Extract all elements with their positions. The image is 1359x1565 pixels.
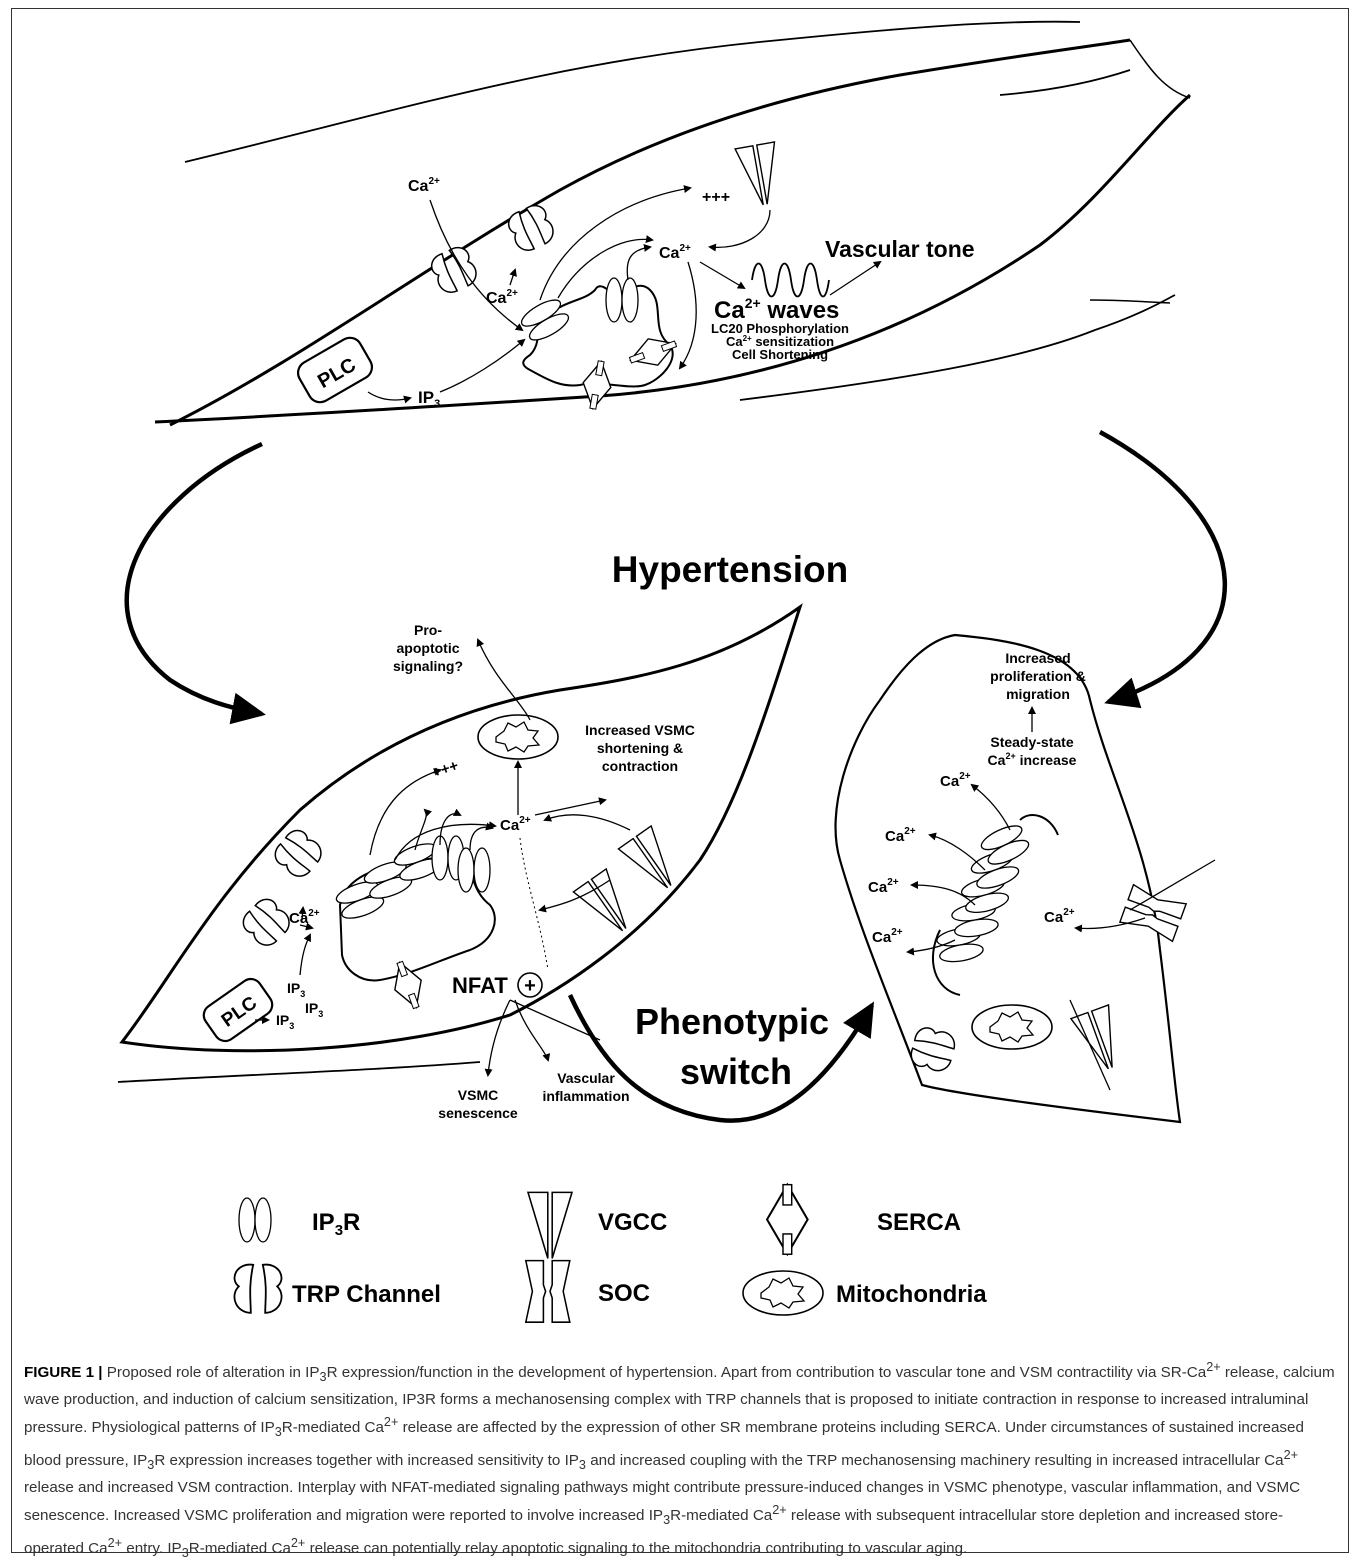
caption-s11: entry. IP (126, 1540, 181, 1557)
increased-vsmc-line-2: shortening & (597, 740, 683, 756)
legend-trp-label: TRP Channel (292, 1281, 441, 1308)
caption-sub: 3 (320, 1370, 327, 1384)
nfat-plus-icon: + (524, 975, 536, 997)
legend-ip3r-label: IP3R (312, 1209, 360, 1239)
legend-serca-icon (767, 1185, 808, 1255)
vsmc-senescence-line-1: VSMC (458, 1087, 498, 1103)
ca-label-right-4: Ca2+ (872, 927, 903, 946)
ip3-label-bl-3: IP3 (276, 1012, 294, 1031)
legend-soc-label: SOC (598, 1280, 650, 1307)
ip3-label-bl-2: IP3 (305, 1000, 323, 1019)
legend-ip3r-icon (239, 1198, 271, 1242)
ca-label-right-5: Ca2+ (1044, 907, 1075, 926)
steady-state-line-2: Ca2+ increase (988, 751, 1077, 768)
caption-sup: 2+ (384, 1415, 398, 1429)
caption-s6: R expression increases together with inc… (154, 1452, 579, 1469)
pro-apoptotic-line-1: Pro- (414, 622, 442, 638)
caption-sup: 2+ (108, 1536, 122, 1550)
cell-shortening-label: Cell Shortening (732, 347, 828, 362)
ca-label-outer: Ca2+ (408, 176, 440, 195)
figure-caption: FIGURE 1 | Proposed role of alteration i… (24, 1356, 1336, 1565)
caption-label: FIGURE 1 | (24, 1364, 103, 1381)
caption-s4: R-mediated Ca (282, 1419, 384, 1436)
increased-proliferation-line-2: proliferation & (990, 668, 1086, 684)
bottom-left-cell: PLC IP3 IP3 IP3 Ca2+ Ca2+ +++ Pro- apopt… (118, 607, 800, 1121)
caption-s2: R expression/function in the development… (327, 1364, 1207, 1381)
plus-label-bl: +++ (430, 757, 460, 781)
legend-vgcc-label: VGCC (598, 1209, 667, 1236)
steady-state-line-1: Steady-state (990, 734, 1073, 750)
caption-s13: release can potentially relay apoptotic … (310, 1540, 968, 1557)
vascular-inflammation-line-1: Vascular (557, 1070, 615, 1086)
caption-sup: 2+ (1284, 1448, 1298, 1462)
ca-label-bl-left: Ca2+ (289, 908, 320, 927)
ip3-label-bl-1: IP3 (287, 980, 305, 999)
ca-label-right-3: Ca2+ (868, 877, 899, 896)
increased-proliferation-line-3: migration (1006, 686, 1070, 702)
caption-s9: R-mediated Ca (670, 1507, 772, 1524)
legend-soc-icon (526, 1261, 570, 1323)
ip3-label-top: IP3 (418, 388, 440, 410)
ca-label-center: Ca2+ (659, 243, 691, 262)
caption-s7: and increased coupling with the TRP mech… (590, 1452, 1283, 1469)
hypertension-label: Hypertension (612, 549, 848, 590)
right-cell: Increased proliferation & migration Stea… (836, 635, 1215, 1122)
increased-vsmc-line-3: contraction (602, 758, 678, 774)
ca-waves-label: Ca2+ waves (714, 295, 839, 324)
caption-sub: 3 (275, 1425, 282, 1439)
vascular-tone-label: Vascular tone (825, 236, 975, 262)
top-cell: PLC IP3 Ca2+ Ca2+ +++ Ca2+ Vascular tone… (155, 22, 1190, 425)
caption-s12: R-mediated Ca (189, 1540, 291, 1557)
ca-label-bl-center: Ca2+ (500, 815, 531, 834)
ca-label-right-2: Ca2+ (885, 826, 916, 845)
legend-vgcc-icon (528, 1192, 572, 1258)
vsmc-senescence-line-2: senescence (438, 1105, 518, 1121)
ca-label-right-1: Ca2+ (940, 771, 971, 790)
plus-label-top: +++ (702, 189, 730, 206)
phenotypic-label: Phenotypic (635, 1001, 829, 1042)
caption-sub: 3 (182, 1546, 189, 1560)
caption-sup: 2+ (772, 1503, 786, 1517)
legend-mito-icon (743, 1271, 823, 1315)
vascular-inflammation-line-2: inflammation (542, 1088, 629, 1104)
pro-apoptotic-line-2: apoptotic (397, 640, 460, 656)
caption-sup: 2+ (291, 1536, 305, 1550)
increased-vsmc-line-1: Increased VSMC (585, 722, 695, 738)
legend-mito-label: Mitochondria (836, 1281, 987, 1308)
caption-sub: 3 (579, 1458, 586, 1472)
caption-s1: Proposed role of alteration in IP (107, 1364, 320, 1381)
legend-trp-icon (234, 1265, 281, 1313)
switch-label: switch (680, 1051, 792, 1092)
increased-proliferation-line-1: Increased (1005, 650, 1070, 666)
pro-apoptotic-line-3: signaling? (393, 658, 463, 674)
legend-serca-label: SERCA (877, 1209, 961, 1236)
nfat-label: NFAT (452, 973, 508, 998)
legend: IP3R VGCC SERCA TRP Channel SOC Mitochon… (234, 1185, 987, 1323)
caption-sup: 2+ (1206, 1360, 1220, 1374)
